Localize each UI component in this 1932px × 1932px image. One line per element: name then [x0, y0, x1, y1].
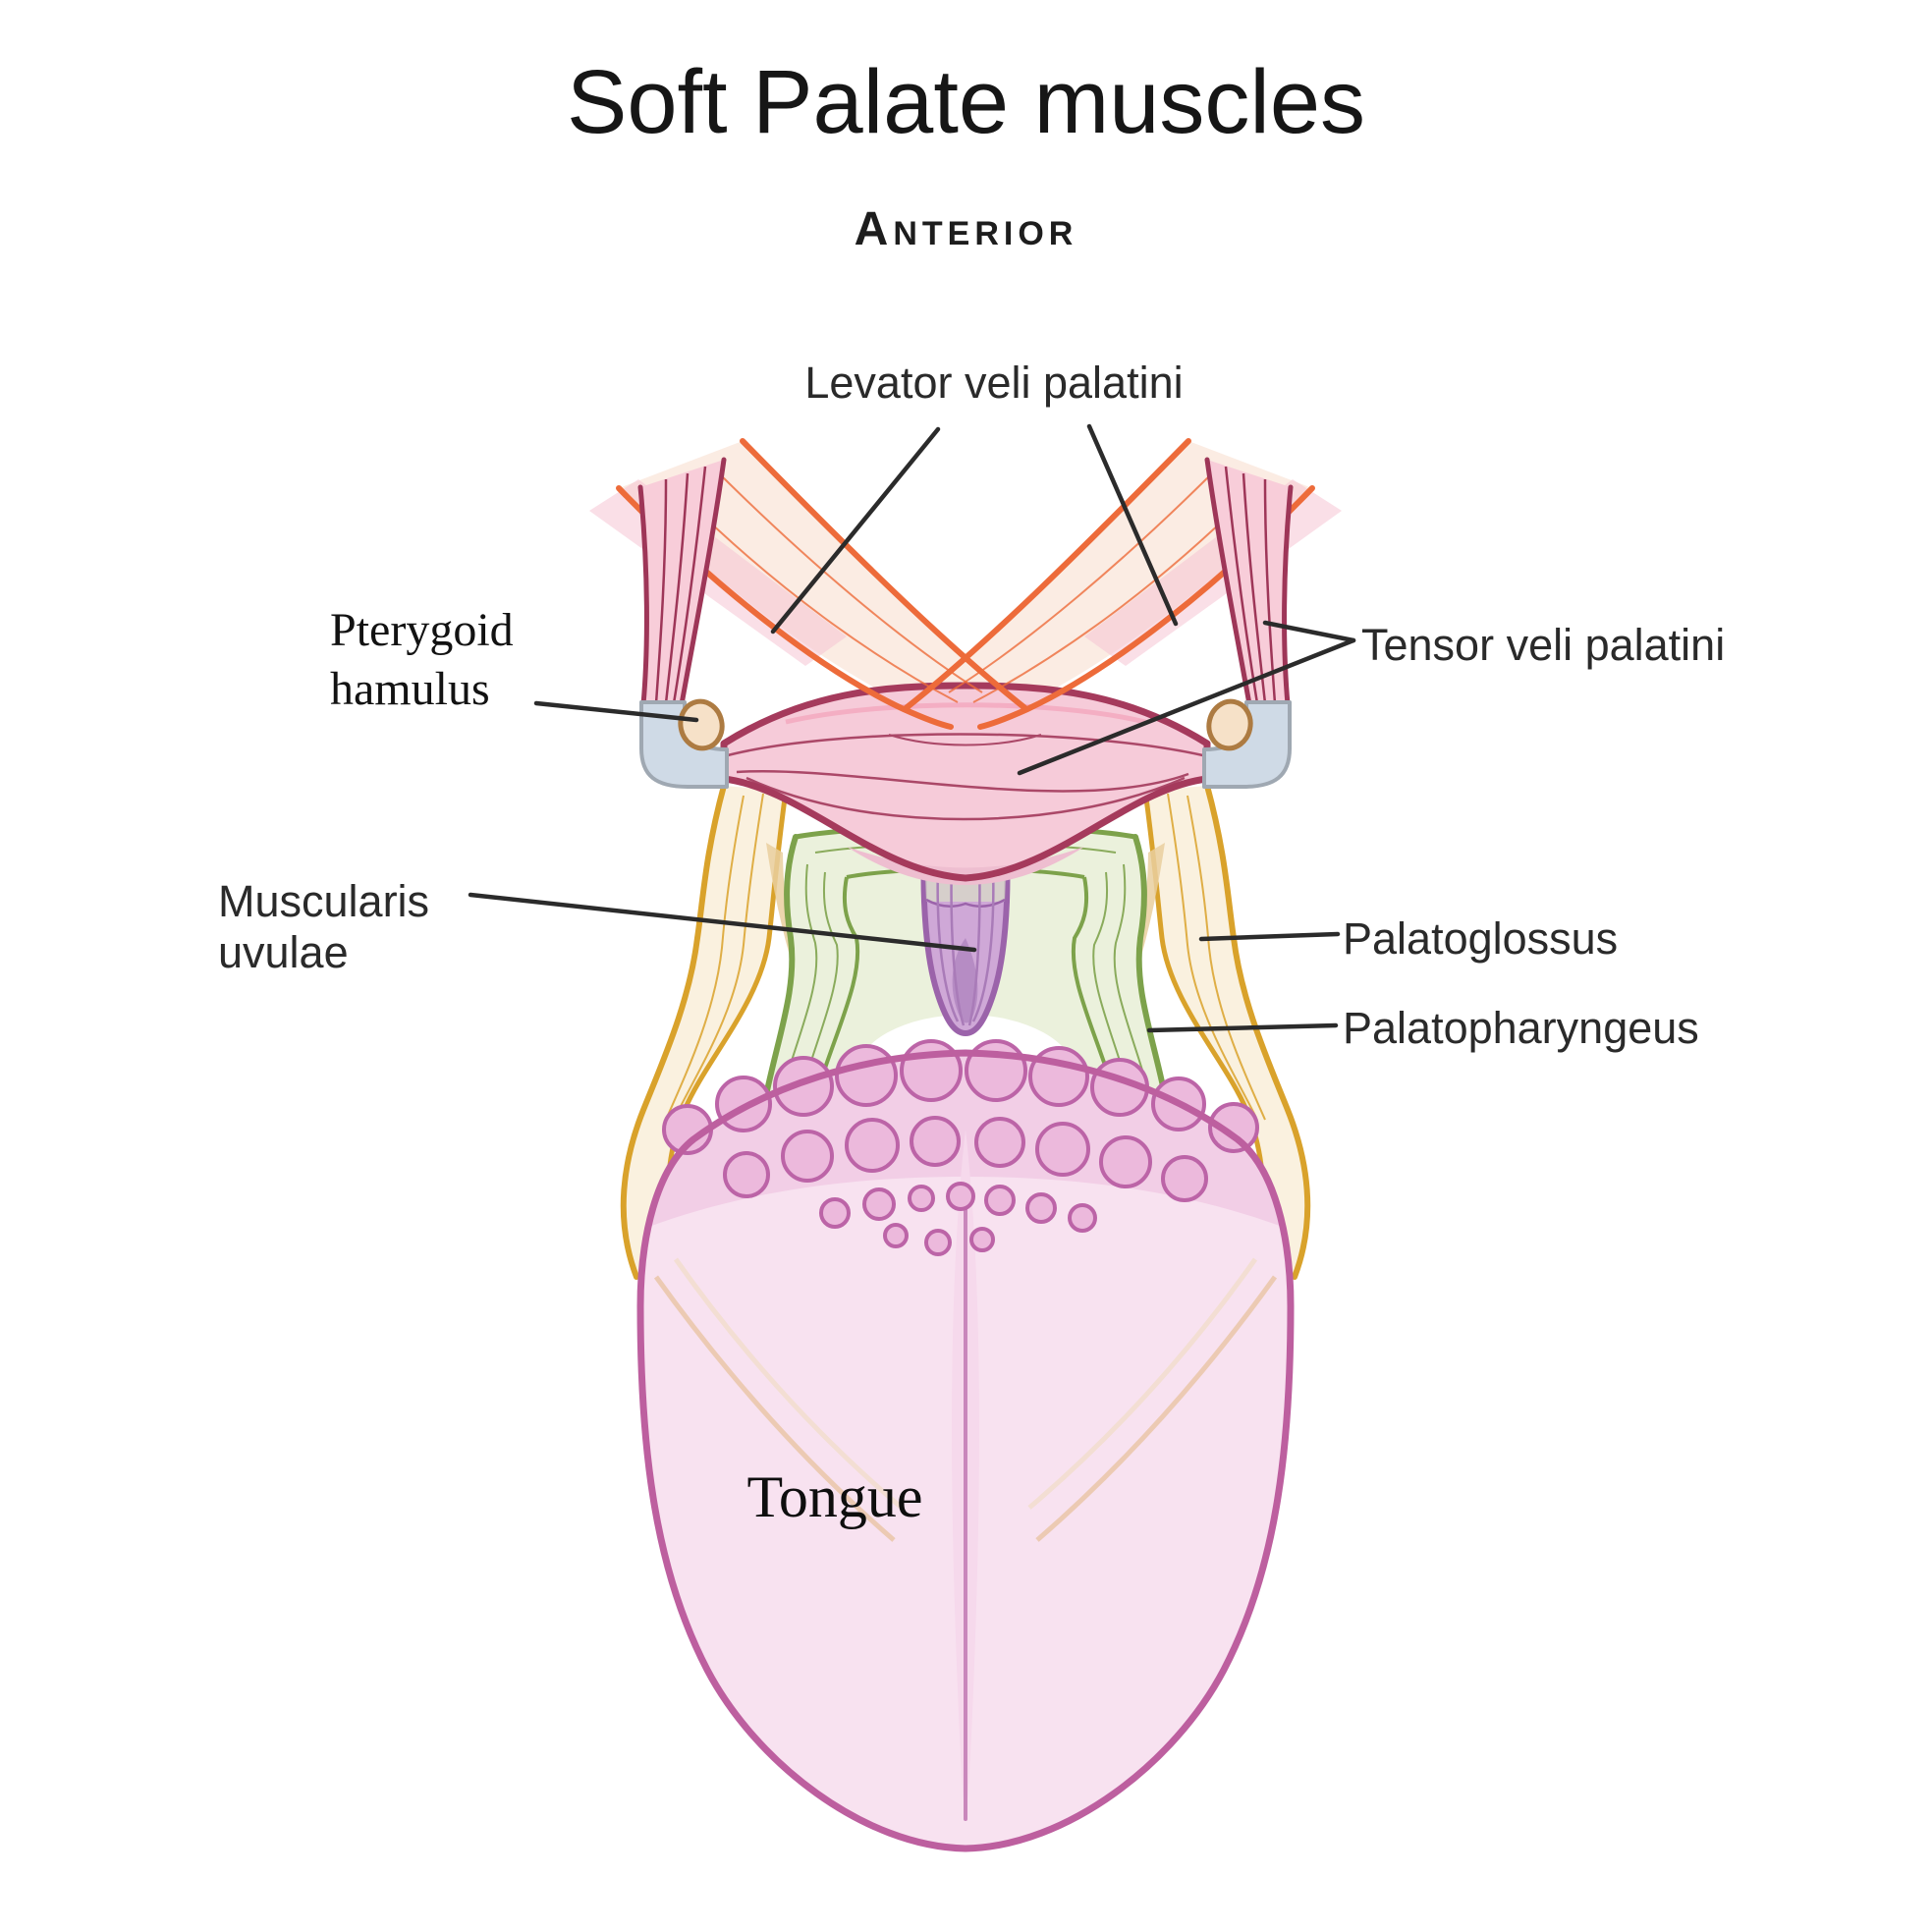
leader-pterygoid-hamulus	[533, 700, 699, 723]
label-muscularis-uvulae: Muscularis uvulae	[218, 876, 429, 978]
orientation-label: Anterior	[854, 203, 1078, 255]
label-muscularis-line2: uvulae	[218, 927, 349, 977]
label-pterygoid-hamulus: Pterygoid hamulus	[330, 601, 514, 719]
pterygoid-hamulus-shape	[639, 698, 1292, 789]
leader-tensor-upper	[1262, 620, 1356, 643]
label-levator-veli-palatini: Levator veli palatini	[804, 358, 1184, 408]
leader-muscularis-uvulae	[468, 892, 977, 953]
label-tensor-veli-palatini: Tensor veli palatini	[1361, 620, 1726, 670]
label-tongue: Tongue	[746, 1464, 923, 1529]
leader-lines	[468, 423, 1356, 1033]
label-palatopharyngeus: Palatopharyngeus	[1343, 1003, 1699, 1053]
label-muscularis-line1: Muscularis	[218, 876, 430, 926]
soft-palate-shape	[720, 682, 1211, 885]
label-pterygoid-line2: hamulus	[330, 663, 490, 715]
leader-palatopharyngeus	[1146, 1022, 1339, 1033]
label-pterygoid-line1: Pterygoid	[330, 604, 514, 656]
tongue-shape	[636, 1039, 1295, 1852]
label-palatoglossus: Palatoglossus	[1343, 913, 1619, 964]
leader-palatoglossus	[1198, 931, 1341, 942]
leader-tensor-lower	[1017, 637, 1356, 776]
tensor-veli-palatini-shape	[637, 457, 1294, 707]
leader-levator-right	[1086, 423, 1179, 627]
page-title: Soft Palate muscles	[566, 52, 1366, 152]
leader-levator-left	[770, 426, 941, 635]
